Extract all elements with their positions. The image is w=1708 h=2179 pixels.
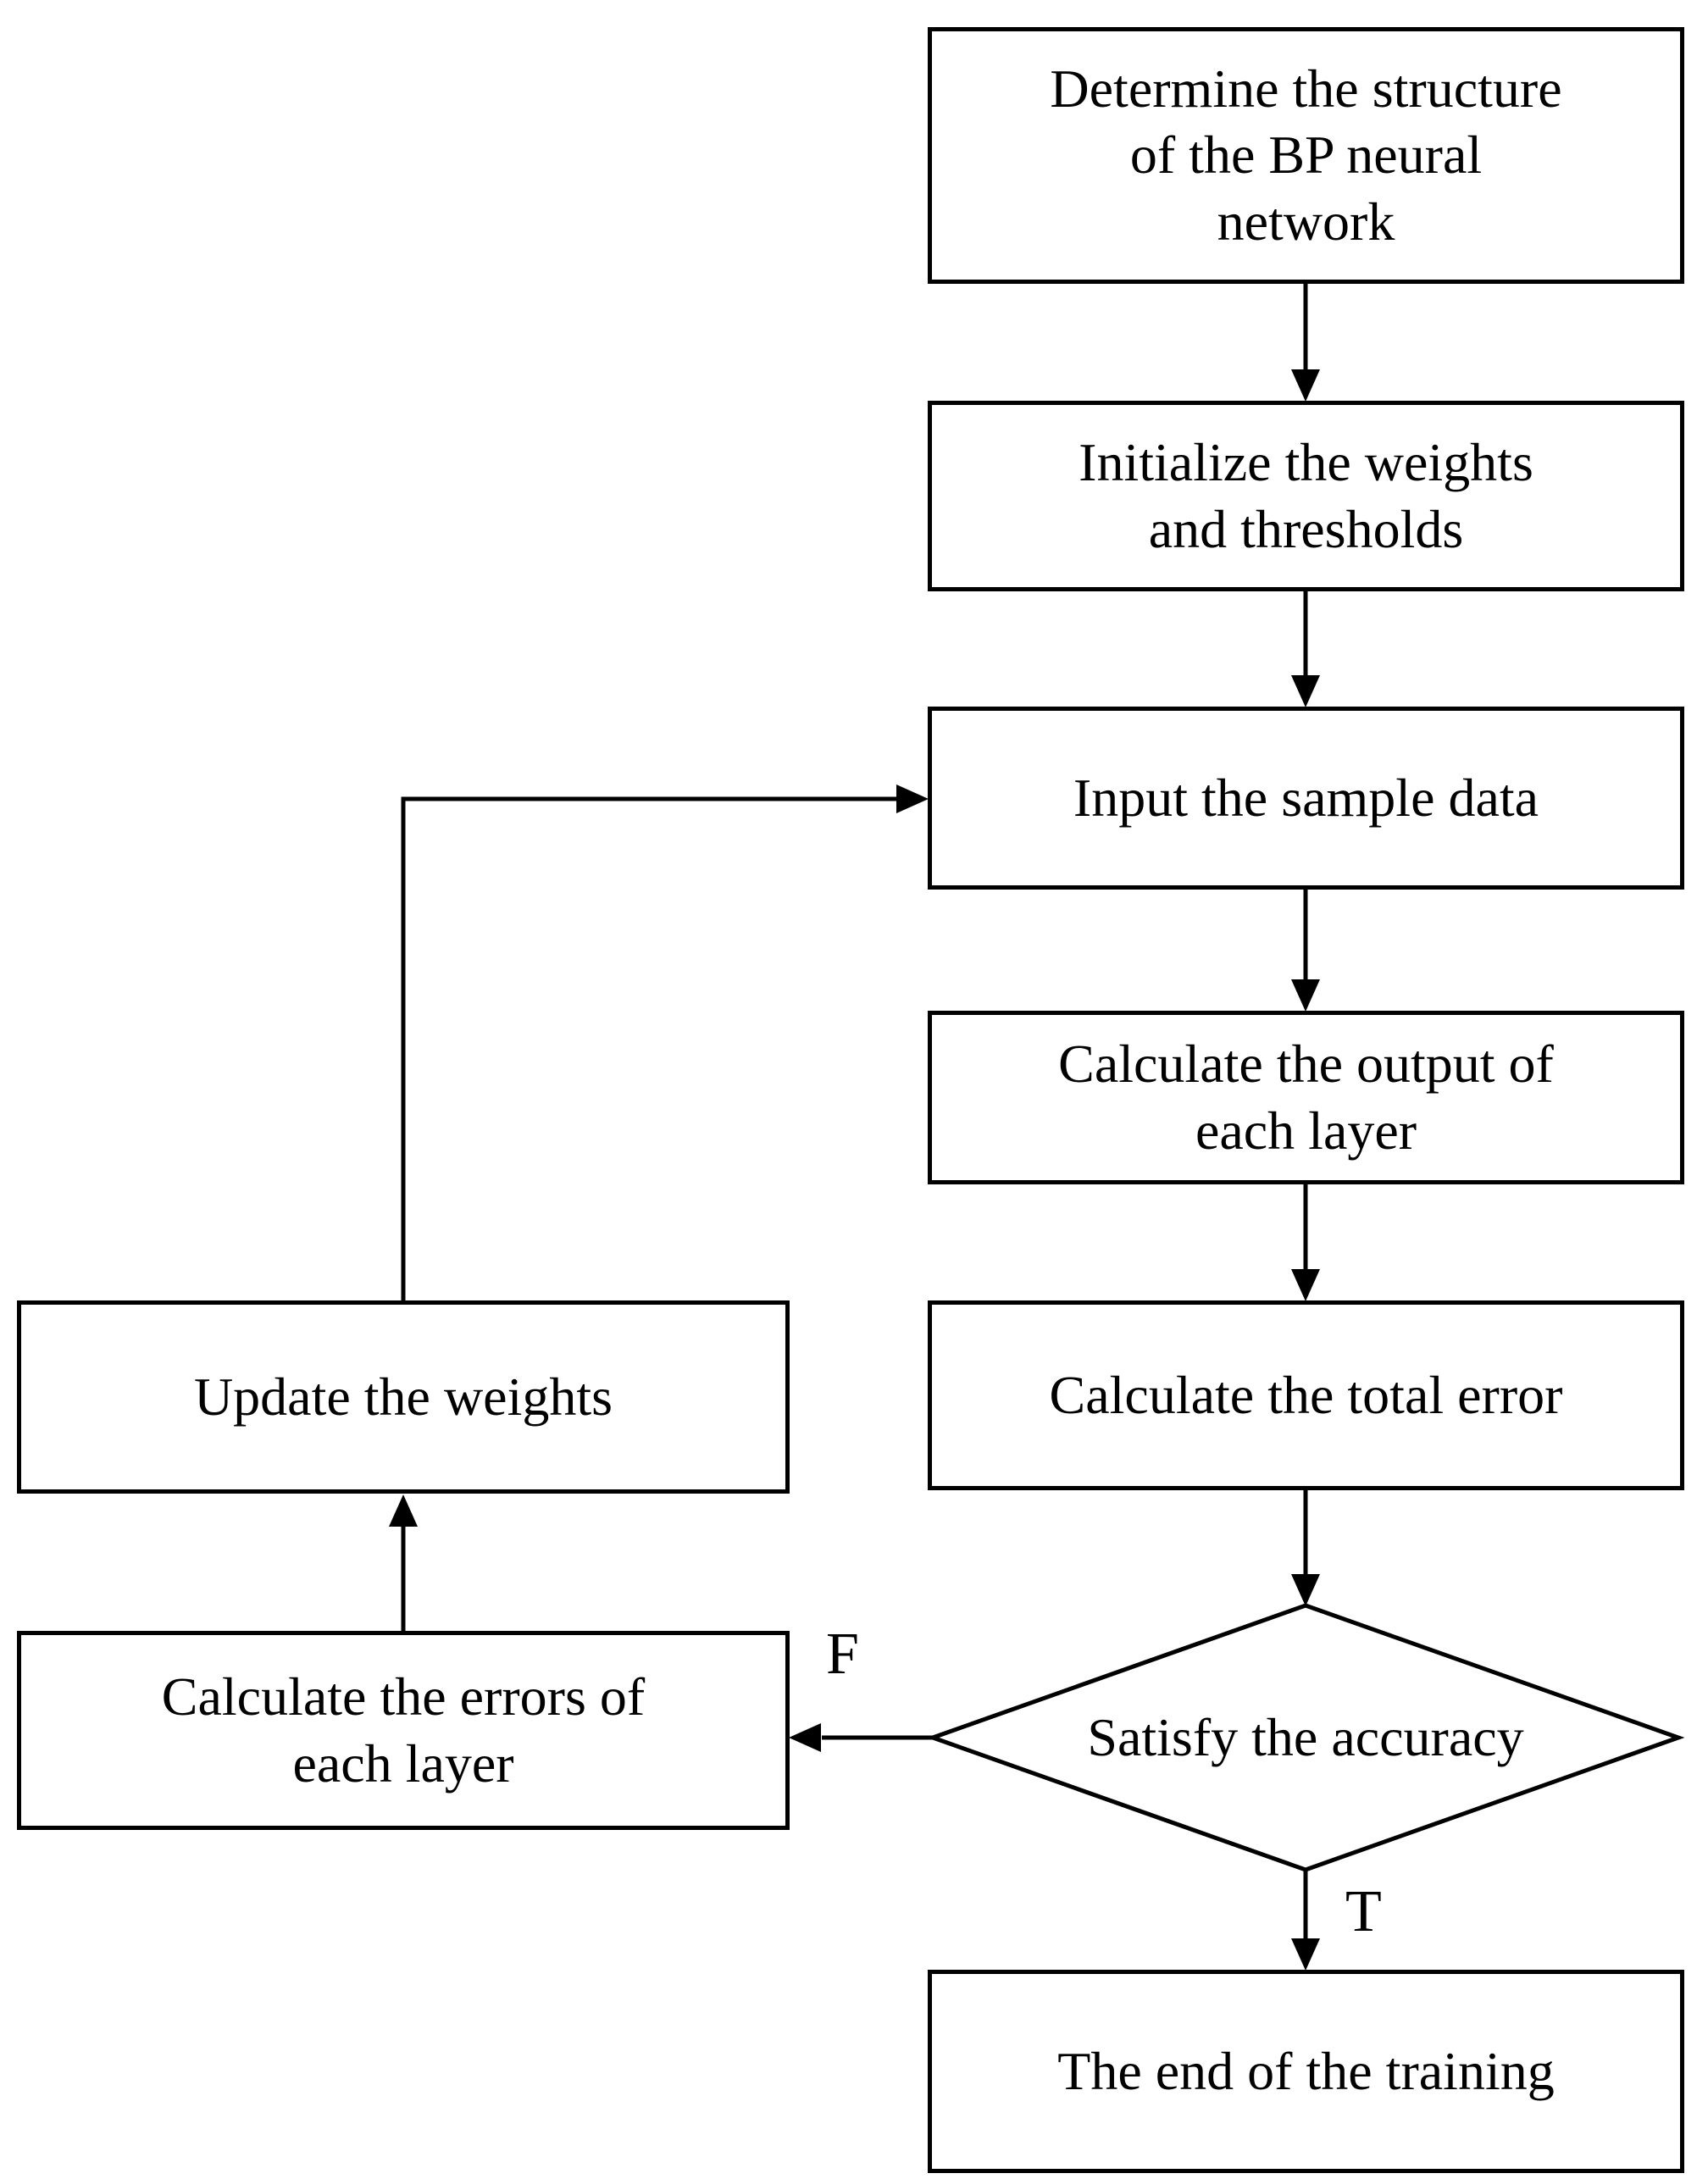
node-calc-total-error-label: Calculate the total error xyxy=(1049,1364,1563,1425)
edge-output-to-error xyxy=(1291,1184,1320,1301)
node-end-training-label: The end of the training xyxy=(1057,2040,1555,2101)
node-determine-structure: Determine the structure of the BP neural… xyxy=(928,27,1684,284)
node-calc-total-error: Calculate the total error xyxy=(928,1300,1684,1490)
node-input-sample: Input the sample data xyxy=(928,707,1684,890)
decision-diamond-shape xyxy=(926,1603,1685,1872)
node-update-weights-label: Update the weights xyxy=(193,1366,613,1427)
node-initialize-weights: Initialize the weights and thresholds xyxy=(928,401,1684,591)
node-initialize-weights-label: Initialize the weights and thresholds xyxy=(1079,432,1533,559)
edge-error-to-decision xyxy=(1291,1490,1320,1606)
node-determine-structure-label: Determine the structure of the BP neural… xyxy=(1050,58,1562,252)
edge-update-to-input xyxy=(401,785,929,1300)
edge-initialize-to-input xyxy=(1291,591,1320,707)
true-branch-label: T xyxy=(1345,1879,1382,1944)
node-calc-output-label: Calculate the output of each layer xyxy=(1058,1034,1554,1161)
node-end-training: The end of the training xyxy=(928,1970,1684,2173)
false-branch-label: F xyxy=(826,1622,859,1687)
node-calc-errors-label: Calculate the errors of each layer xyxy=(161,1666,646,1794)
edge-determine-to-initialize xyxy=(1291,284,1320,402)
edge-decision-to-end xyxy=(1291,1870,1320,1971)
node-calc-errors: Calculate the errors of each layer xyxy=(17,1631,790,1830)
edge-errors-to-update xyxy=(389,1494,418,1631)
edge-decision-to-errors xyxy=(789,1723,933,1752)
node-calc-output: Calculate the output of each layer xyxy=(928,1011,1684,1184)
node-input-sample-label: Input the sample data xyxy=(1073,767,1539,828)
edge-input-to-output xyxy=(1291,890,1320,1012)
node-update-weights: Update the weights xyxy=(17,1300,790,1494)
